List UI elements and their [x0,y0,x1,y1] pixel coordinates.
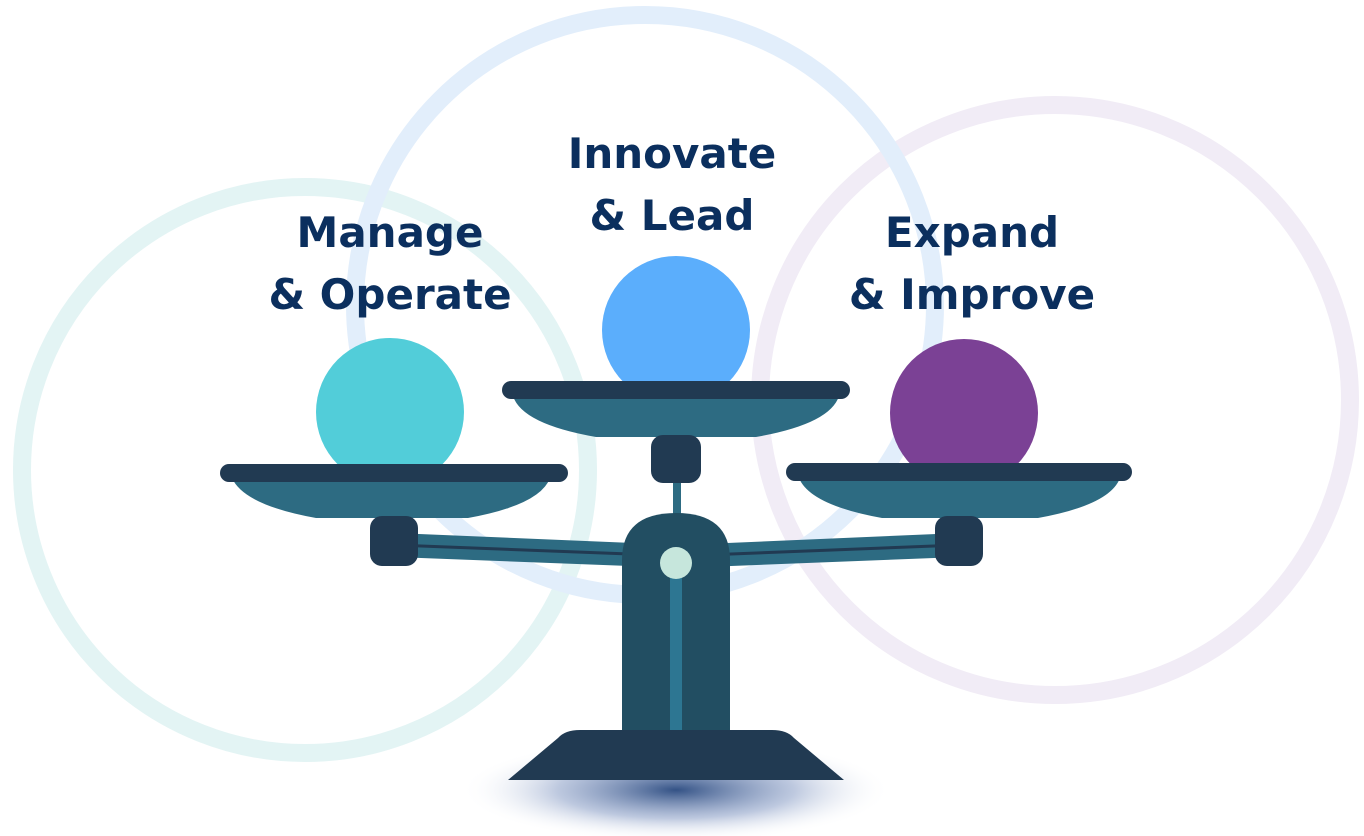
label-right-line2: & Improve [848,270,1096,319]
ring-left [13,178,597,762]
ring-right [751,96,1359,704]
ball-center [602,256,750,404]
pan-right [799,478,1120,518]
pan-left [232,478,550,518]
label-left-line2: & Operate [268,270,512,319]
label-innovate-lead: Innovate & Lead [522,123,822,247]
pan-left-rim [220,464,568,482]
pivot-knob [660,547,692,579]
label-manage-operate: Manage & Operate [240,202,540,326]
center-rod [673,476,681,520]
label-right-line1: Expand [884,208,1060,257]
ball-right [890,339,1038,487]
label-expand-improve: Expand & Improve [822,202,1122,326]
pan-right-holder [935,516,983,566]
label-center-line2: & Lead [589,191,755,240]
pan-left-holder [370,516,418,566]
ball-left [316,338,464,486]
pan-center [513,396,839,437]
pillar-stripe [670,570,682,735]
pan-center-holder [651,435,701,483]
scale-base [508,730,844,780]
pan-center-rim [502,381,850,399]
label-center-line1: Innovate [567,129,777,178]
pan-right-rim [786,463,1132,481]
label-left-line1: Manage [296,208,484,257]
